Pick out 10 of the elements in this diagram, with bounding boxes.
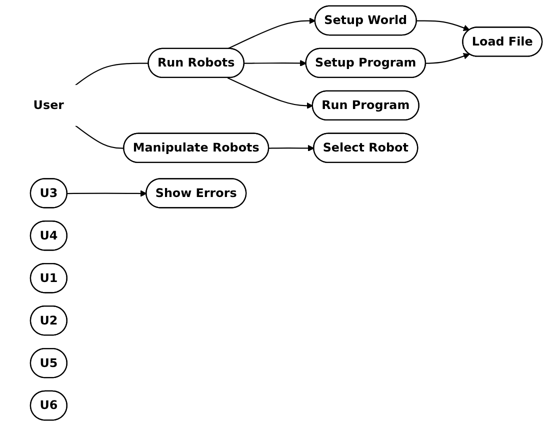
arrow [227,18,316,50]
arrow [227,77,314,109]
arrow [67,190,147,197]
connector [75,125,124,149]
arrow [244,60,306,66]
arrow [426,53,470,64]
arrow [268,144,314,152]
node-text: User [33,98,64,112]
arrow [416,20,470,31]
connector [75,62,149,86]
